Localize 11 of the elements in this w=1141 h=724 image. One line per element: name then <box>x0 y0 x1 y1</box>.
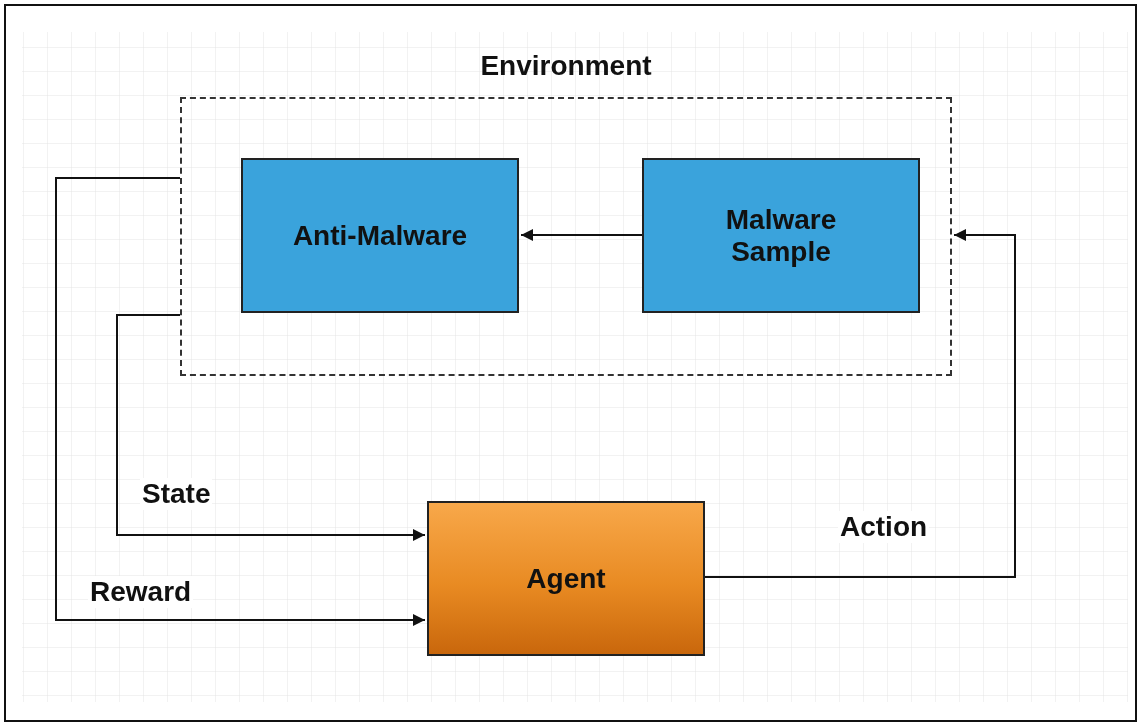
arrow <box>55 177 426 626</box>
arrow <box>704 229 1016 578</box>
edge-label: Action <box>838 511 930 543</box>
group-heading: Environment <box>479 50 653 82</box>
arrow <box>520 229 643 241</box>
edge-label: Reward <box>88 576 194 608</box>
arrow <box>116 314 426 541</box>
process-box: Malware Sample <box>642 158 920 313</box>
agent-box: Agent <box>427 501 705 656</box>
edge-label: State <box>140 478 213 510</box>
process-box: Anti-Malware <box>241 158 519 313</box>
